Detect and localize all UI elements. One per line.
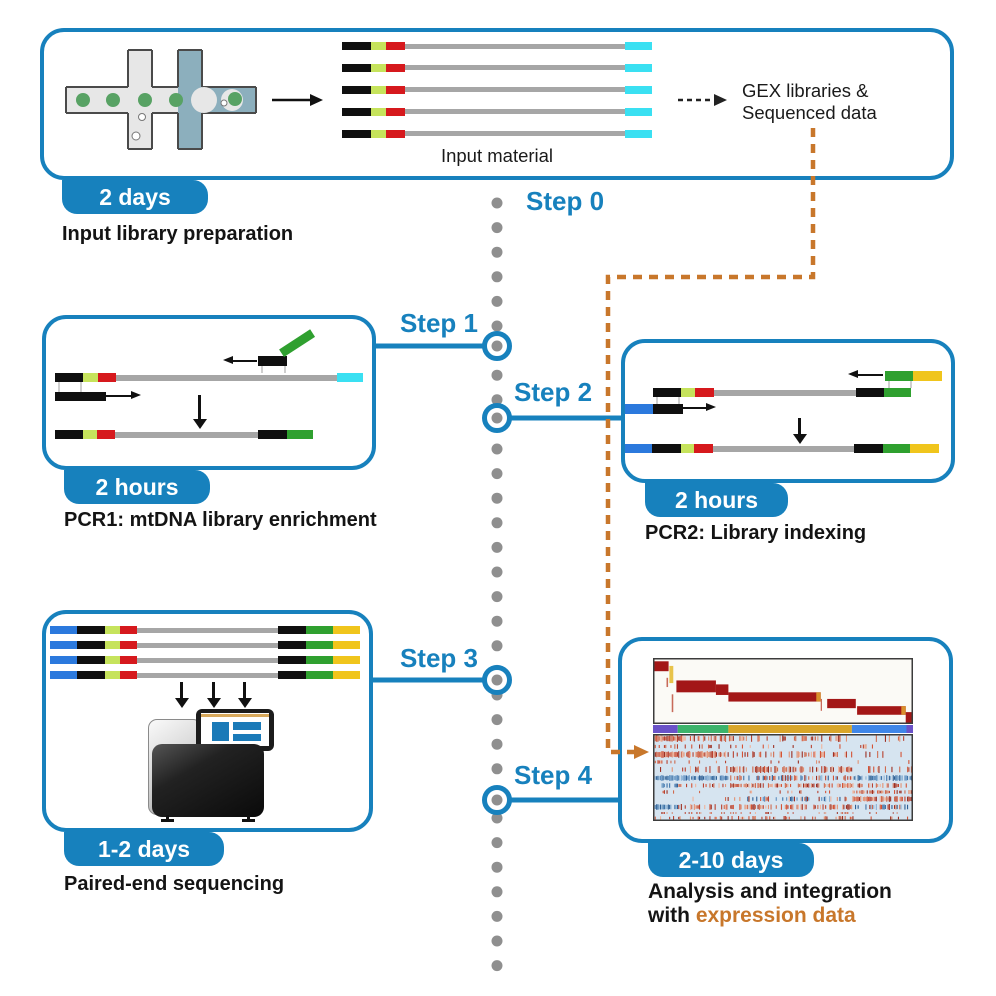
alignment-tick bbox=[678, 397, 680, 404]
sequencer-screen-block bbox=[233, 722, 261, 730]
step3-caption: Paired-end sequencing bbox=[64, 873, 285, 895]
sequencing-input-arrow bbox=[243, 682, 246, 698]
panel-pcr1 bbox=[42, 315, 376, 470]
duration-badge-step4: 2-10 days bbox=[648, 843, 814, 877]
alignment-tick bbox=[656, 397, 658, 404]
alignment-tick bbox=[261, 366, 263, 373]
timeline-node-step2 bbox=[482, 403, 512, 433]
sequencer-foot bbox=[247, 815, 250, 821]
heatmap-figure bbox=[653, 658, 913, 822]
sequencing-input-arrow bbox=[180, 682, 183, 698]
alignment-tick bbox=[58, 382, 60, 392]
sequencing-input-arrow bbox=[212, 682, 215, 698]
timeline-node-step4 bbox=[482, 785, 512, 815]
alignment-tick bbox=[910, 381, 912, 388]
gex-note: GEX libraries & Sequenced data bbox=[742, 80, 877, 123]
pcr1-reverse-primer-arrow bbox=[223, 356, 257, 364]
alignment-tick bbox=[284, 366, 286, 373]
duration-badge-step1: 2 hours bbox=[64, 470, 210, 504]
step-connector-lines bbox=[373, 343, 623, 803]
input-material-label: Input material bbox=[440, 145, 554, 166]
pcr1-reaction-arrow bbox=[198, 395, 201, 419]
sequencer-foot bbox=[161, 819, 174, 822]
sequencer-screen-block bbox=[233, 734, 261, 741]
sequencer-screen-block bbox=[212, 722, 229, 741]
sequencer-screen-bar bbox=[201, 714, 269, 717]
step1-caption: PCR1: mtDNA library enrichment bbox=[64, 509, 377, 531]
timeline-node-step1 bbox=[482, 331, 512, 361]
step4-caption: Analysis and integration with expression… bbox=[648, 880, 892, 927]
pcr1-forward-primer-arrow bbox=[106, 391, 141, 399]
pcr2-reverse-primer-arrow bbox=[848, 370, 883, 378]
step0-label: Step 0 bbox=[526, 186, 605, 216]
pcr2-forward-primer-arrow bbox=[683, 403, 716, 411]
timeline-dots bbox=[491, 197, 503, 972]
step4-label: Step 4 bbox=[514, 760, 593, 790]
step2-caption: PCR2: Library indexing bbox=[645, 522, 867, 544]
duration-badge-step2: 2 hours bbox=[645, 483, 788, 517]
duration-badge-step3: 1-2 days bbox=[64, 832, 224, 866]
step3-label: Step 3 bbox=[399, 643, 478, 673]
alignment-tick bbox=[888, 381, 890, 388]
sequencer-foot bbox=[166, 815, 169, 821]
duration-badge-step0: 2 days bbox=[62, 180, 208, 214]
sequencer-foot bbox=[242, 819, 255, 822]
step1-label: Step 1 bbox=[399, 308, 478, 338]
panel-pcr2 bbox=[621, 339, 955, 483]
step2-label: Step 2 bbox=[514, 377, 593, 407]
sequencer-body bbox=[152, 744, 264, 817]
step0-caption: Input library preparation bbox=[62, 223, 294, 245]
timeline-node-step3 bbox=[482, 665, 512, 695]
expression-data-highlight: expression data bbox=[695, 904, 856, 927]
pcr2-reaction-arrow bbox=[798, 418, 801, 434]
alignment-tick bbox=[80, 382, 82, 392]
